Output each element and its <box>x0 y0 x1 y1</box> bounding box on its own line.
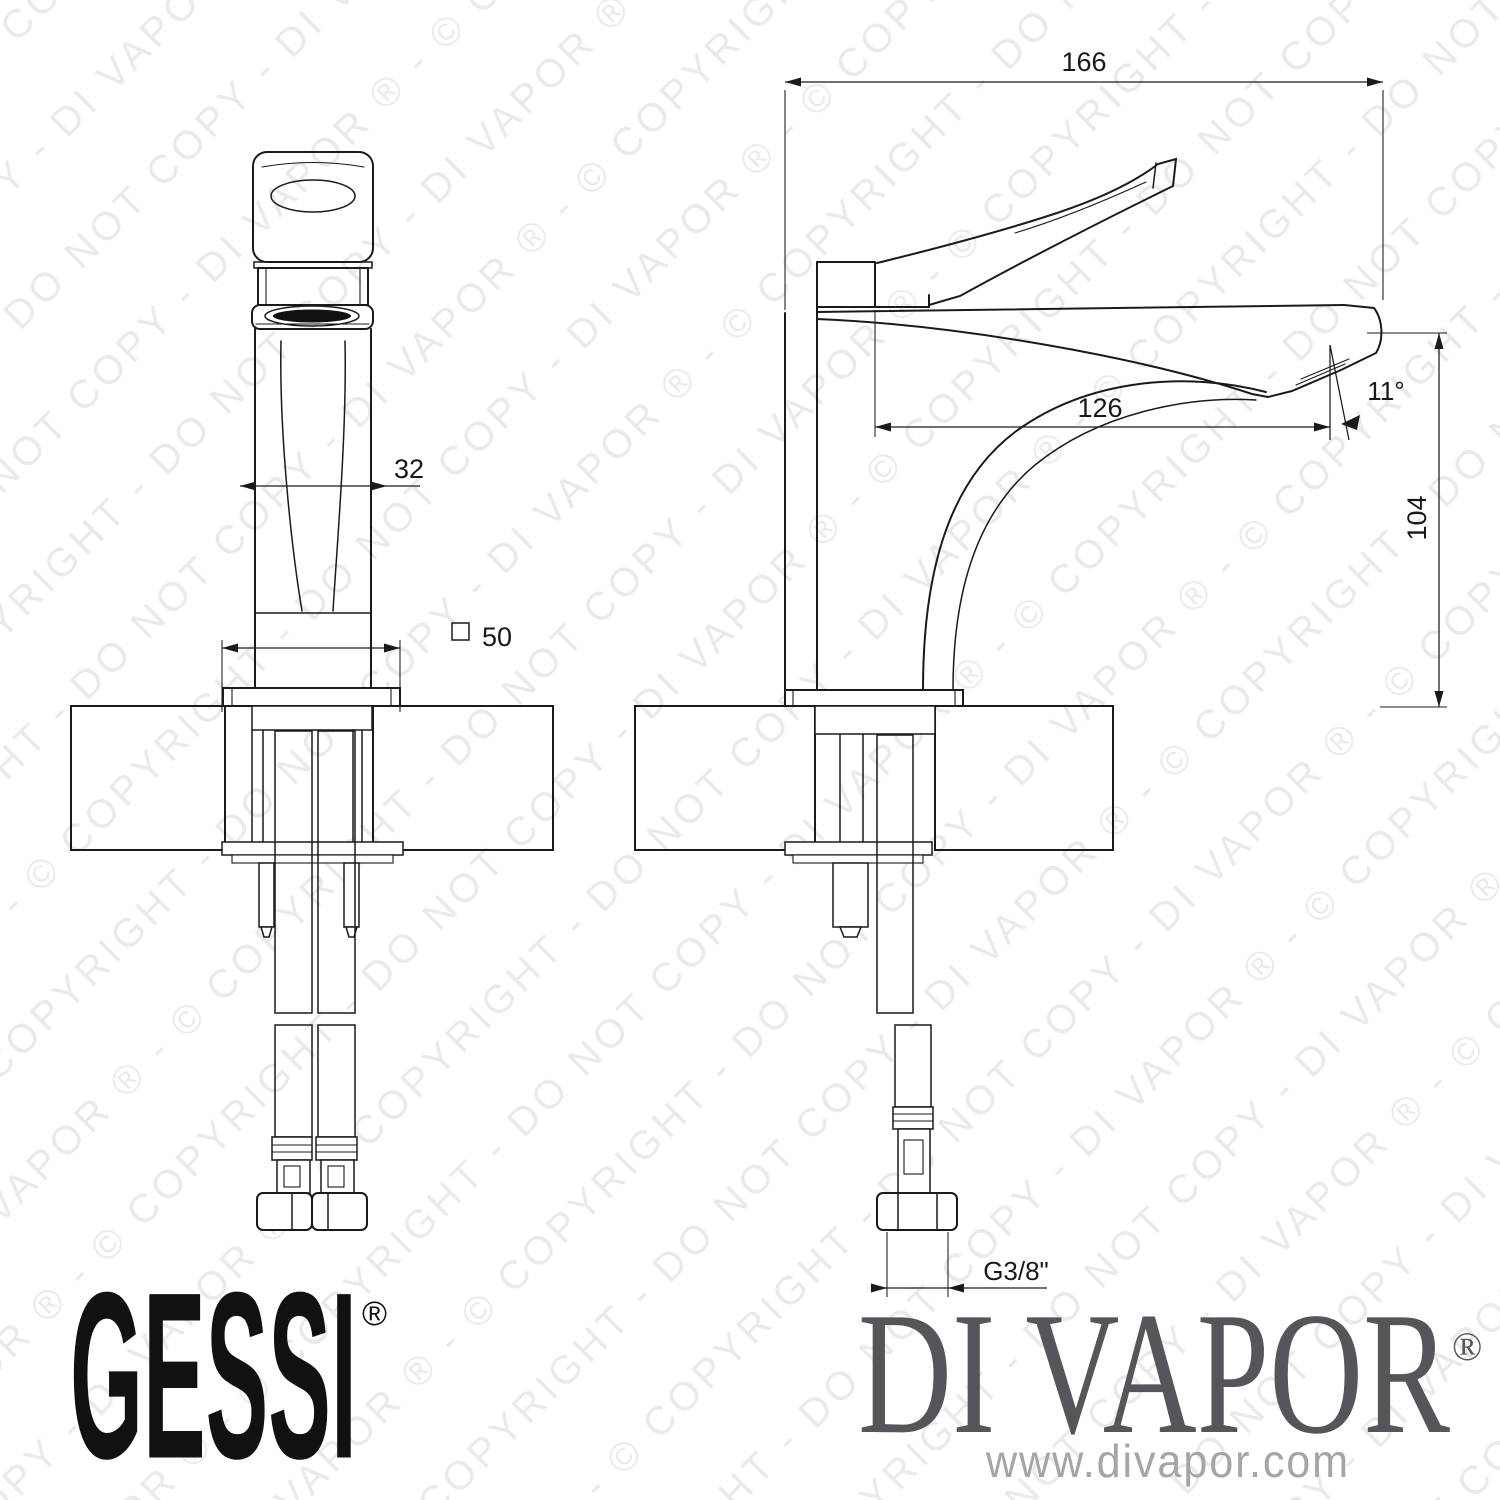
side-spout-head <box>1267 304 1383 398</box>
front-neck-inner-lines <box>265 267 361 306</box>
side-hose-upper <box>876 734 914 1014</box>
side-column-inner-arc <box>952 398 1257 691</box>
dim-spout-angle: 11° <box>1329 344 1405 441</box>
front-view: 32 50 <box>70 151 554 1231</box>
dim-body-width-label: 32 <box>394 454 424 484</box>
side-lever-inner-line <box>1014 181 1147 234</box>
side-handle-block <box>816 261 930 308</box>
side-lever-tip-line <box>1152 162 1157 189</box>
front-outlet-rim <box>264 305 360 327</box>
side-fitting-collar <box>892 1106 934 1130</box>
front-hex-nut-right <box>311 1192 368 1231</box>
side-hex-nut <box>876 1192 958 1231</box>
divapor-logo-text: DI VAPOR <box>858 1276 1450 1470</box>
gessi-registered-mark: ® <box>362 1295 387 1333</box>
dim-spout-height: 104 <box>1367 332 1447 708</box>
front-fitting-collar-right <box>315 1136 358 1161</box>
front-hose-right-upper <box>317 730 356 1014</box>
side-countertop-right <box>934 705 1114 851</box>
side-fitting-window <box>903 1139 924 1175</box>
front-neck <box>257 267 369 306</box>
front-base-plate-steps <box>231 687 392 707</box>
dim-connection-thread-label: G3/8" <box>983 1256 1049 1286</box>
front-hose-right-lower <box>317 1024 356 1138</box>
dim-base-square-label: 50 <box>482 622 512 652</box>
divapor-registered-mark: ® <box>1452 1324 1482 1369</box>
side-countertop-left <box>634 705 816 851</box>
side-spout-outlet-lines <box>1295 358 1350 386</box>
gessi-logo-text: GESSI <box>70 1242 357 1500</box>
front-stud-right <box>343 862 360 928</box>
front-countertop-right <box>372 705 554 851</box>
front-handle-cap <box>252 151 374 263</box>
dim-overall-length-label: 166 <box>1061 47 1106 77</box>
side-washer <box>784 841 933 856</box>
front-hex-nut-left <box>256 1192 313 1231</box>
gessi-logo: GESSI <box>70 1242 357 1500</box>
front-shank-collar <box>251 705 373 731</box>
front-fitting-window-right <box>327 1165 345 1188</box>
dim-spout-angle-label: 11° <box>1367 376 1404 406</box>
side-base-plate <box>784 689 964 707</box>
branding: GESSI ® DI VAPOR ® www.divapor.com <box>70 1242 1482 1500</box>
dim-spout-reach-label: 126 <box>1077 393 1122 423</box>
dim-base-square: 50 <box>221 622 512 712</box>
side-arm-under-edge <box>816 318 1269 398</box>
side-view: 166 126 11° <box>634 47 1447 1297</box>
front-spout-collar <box>251 304 374 330</box>
dim-overall-length: 166 <box>784 47 1384 310</box>
dim-spout-height-label: 104 <box>1402 495 1432 540</box>
side-handle-lever <box>876 157 1178 306</box>
front-countertop-left <box>70 705 226 851</box>
side-base-plate-steps <box>792 689 956 707</box>
front-hose-left-lower <box>274 1024 313 1138</box>
side-stud-upper <box>839 733 864 843</box>
side-arm-top-edge <box>816 304 1345 313</box>
front-body-edges <box>254 328 372 689</box>
dim-connection-thread: G3/8" <box>871 1232 1049 1297</box>
side-hex-nut-facets <box>897 1192 938 1231</box>
side-stud-tip <box>838 926 863 938</box>
front-fitting-window-left <box>283 1165 301 1188</box>
front-shank-tube <box>251 729 363 843</box>
front-stud-left <box>258 862 275 928</box>
front-handle-cap-inner-line <box>261 161 365 168</box>
front-fitting-collar-left <box>271 1136 313 1161</box>
dim-body-width: 32 <box>240 454 424 491</box>
side-hose-lower <box>894 1024 932 1108</box>
divapor-url: www.divapor.com <box>985 1435 1350 1487</box>
side-washer-lower <box>792 854 924 864</box>
side-shank-collar <box>814 705 936 735</box>
front-fitting-collar-right-lines <box>315 1144 358 1153</box>
side-column-outer-arc <box>922 380 1267 691</box>
side-fitting-collar-lines <box>892 1113 934 1122</box>
front-outlet-slot <box>273 309 351 323</box>
dim-spout-reach: 126 <box>874 310 1330 437</box>
front-fitting-collar-left-lines <box>271 1144 313 1153</box>
front-stud-left-tip <box>259 926 274 938</box>
front-body-taper-lines <box>280 340 346 612</box>
side-stud-nut <box>832 862 869 928</box>
front-base-plate <box>222 687 401 707</box>
front-hose-left-upper <box>274 730 313 1014</box>
front-handle-oval <box>270 179 356 213</box>
square-symbol <box>451 622 470 641</box>
